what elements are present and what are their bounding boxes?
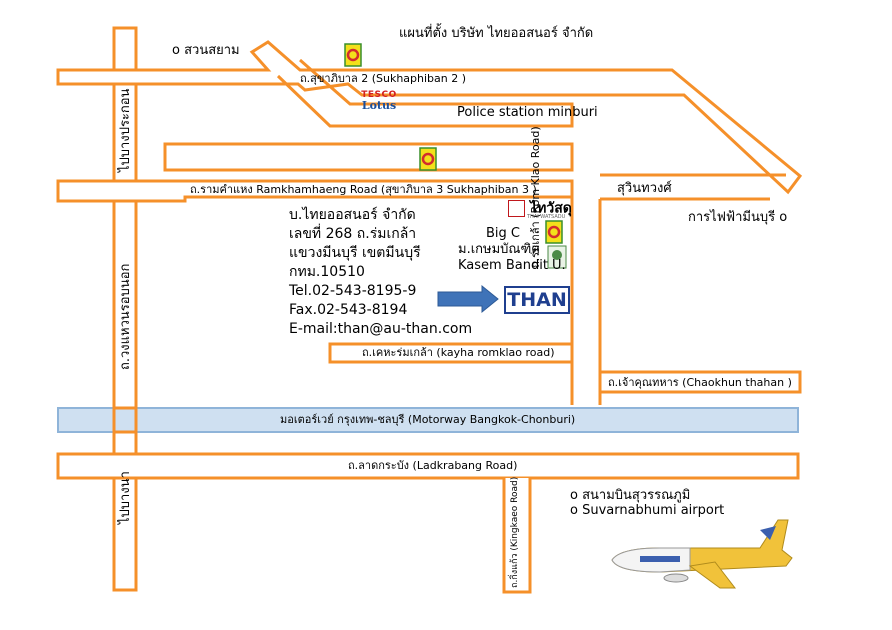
- company-address-1: เลขที่ 268 ถ.ร่มเกล้า: [289, 226, 417, 242]
- sukhaphiban2-connector: [276, 58, 574, 128]
- big-c-label: Big C: [486, 226, 520, 241]
- airplane-icon: [611, 519, 793, 589]
- kasem-thai-label: ม.เกษมบัณฑิต: [458, 242, 540, 257]
- house-icon: [508, 200, 525, 217]
- romklao-label: ถ.ร่มเกล้า (Rom Klao Road): [529, 126, 542, 268]
- kasem-bandit-seal: [547, 245, 567, 269]
- kingkaeo-label: ถ.กิ่งแก้ว (Kingkaeo Road): [510, 476, 520, 588]
- direction-arrow: [437, 284, 499, 314]
- to-bangna-label: ไปบางนา: [118, 471, 133, 524]
- ladkrabang-road: [56, 452, 800, 480]
- chaokhun-label: ถ.เจ้าคุณทหาร (Chaokhun thahan ): [608, 376, 792, 389]
- ramkhamhaeng-label: ถ.รามคำแหง Ramkhamhaeng Road (สุขาภิบาล …: [190, 183, 537, 196]
- thaiwatsadu-logo: ไทวัสดุ THAI WATSADU: [508, 200, 572, 220]
- outer-ring-road: [112, 26, 138, 592]
- romklao-road: [570, 197, 602, 405]
- power-minburi-label: การไฟฟ้ามีนบุรี o: [688, 210, 788, 225]
- kingkaeo-road: [502, 478, 532, 594]
- ramkhamhaeng-upper: [163, 142, 574, 172]
- bigc-logo-top: [344, 43, 362, 67]
- motorway-road: [57, 407, 799, 433]
- sukhaphiban2-label: ถ.สุขาภิบาล 2 (Sukhaphiban 2 ): [300, 72, 467, 85]
- bigc-logo-right: [545, 220, 563, 244]
- suwinthawong-label: สุวินทวงศ์: [617, 181, 672, 196]
- kayha-label: ถ.เคหะร่มเกล้า (kayha romklao road): [362, 346, 555, 359]
- tesco-lotus-logo: TESCO Lotus: [360, 90, 398, 112]
- thaiwatsadu-text: ไทวัสดุ: [530, 200, 572, 217]
- outer-ring-road-overlay: [112, 406, 138, 434]
- company-fax: Fax.02-543-8194: [289, 302, 408, 318]
- company-address-3: กทม.10510: [289, 264, 365, 280]
- motorway-label: มอเตอร์เวย์ กรุงเทพ-ชลบุรี (Motorway Ban…: [280, 413, 576, 426]
- than-location-marker: THAN: [504, 286, 570, 314]
- chaokhun-road: [600, 370, 802, 394]
- airport-thai-label: o สนามบินสุวรรณภูมิ: [570, 488, 691, 503]
- suan-siam-label: o สวนสยาม: [172, 43, 240, 58]
- tesco-text: TESCO: [361, 90, 397, 100]
- company-email[interactable]: E-mail:than@au-than.com: [289, 321, 473, 337]
- bigc-logo-middle: [419, 147, 437, 171]
- sukhaphiban2-road: [56, 40, 803, 195]
- kasem-english-label: Kasem Bandit U.: [458, 258, 566, 273]
- company-address-2: แขวงมีนบุรี เขตมีนบุรี: [289, 245, 421, 261]
- airport-english-label: o Suvarnabhumi airport: [570, 503, 725, 518]
- to-bang-prakon-label: ไปบางประกอน: [118, 88, 133, 172]
- map-title: แผนที่ตั้ง บริษัท ไทยออสนอร์ จำกัด: [399, 26, 594, 41]
- outer-ring-label: ถ.วงแหวนรอบนอก: [118, 263, 133, 370]
- company-info: บ.ไทยออสนอร์ จำกัด เลขที่ 268 ถ.ร่มเกล้า…: [289, 206, 472, 339]
- ladkrabang-label: ถ.ลาดกระบัง (Ladkrabang Road): [348, 459, 518, 472]
- company-name: บ.ไทยออสนอร์ จำกัด: [289, 207, 416, 223]
- thaiwatsadu-sub-text: THAI WATSADU: [527, 214, 566, 220]
- police-station-label: Police station minburi: [457, 105, 598, 120]
- ramkhamhaeng-road: [56, 179, 574, 203]
- company-tel: Tel.02-543-8195-9: [289, 283, 417, 299]
- lotus-text: Lotus: [361, 99, 397, 112]
- kayha-road: [328, 342, 574, 364]
- suwinthawong-road: [600, 173, 786, 201]
